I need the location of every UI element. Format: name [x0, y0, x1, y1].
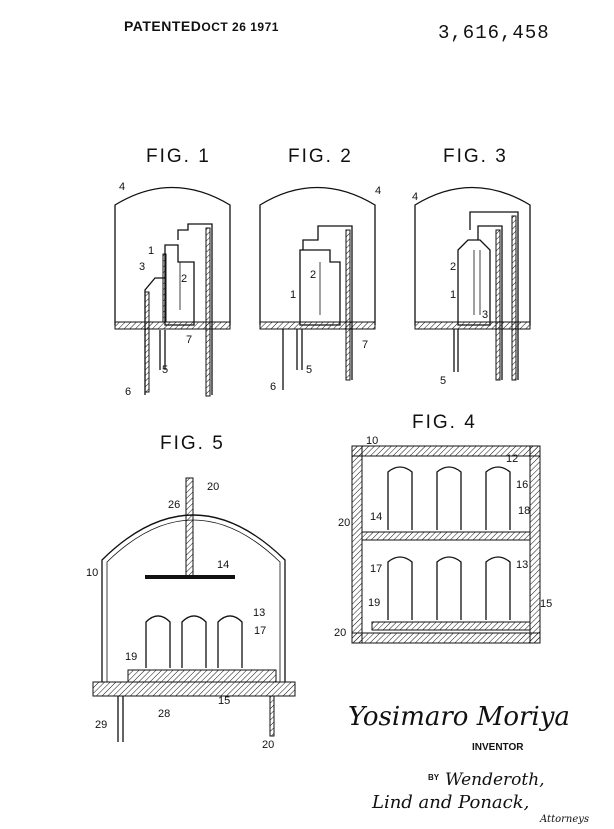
- ref-numeral: 16: [516, 479, 528, 491]
- figure-4: FIG. 4 10 12 16 18 20 14 17 13 19 15 20: [334, 412, 552, 643]
- ref-numeral: 4: [412, 191, 418, 203]
- figure-4-title: FIG. 4: [412, 412, 477, 433]
- figure-5: FIG. 5 20 26 14 10 13 17 19 15 28 29 20: [86, 433, 295, 751]
- ref-numeral: 3: [139, 261, 145, 273]
- ref-numeral: 7: [186, 334, 192, 346]
- ref-numeral: 1: [148, 245, 154, 257]
- ref-numeral: 19: [368, 597, 380, 609]
- figure-2: FIG. 2 4 2 1 7 6 5: [260, 146, 381, 393]
- ref-numeral: 29: [95, 719, 107, 731]
- ref-numeral: 10: [86, 567, 98, 579]
- figure-3: FIG. 3 4 2 1 3 5: [412, 146, 530, 387]
- ref-numeral: 12: [506, 453, 518, 465]
- ref-numeral: 20: [334, 627, 346, 639]
- ref-numeral: 2: [181, 273, 187, 285]
- ref-numeral: 28: [158, 708, 170, 720]
- ref-numeral: 13: [253, 607, 265, 619]
- ref-numeral: 15: [540, 598, 552, 610]
- ref-numeral: 6: [125, 386, 131, 398]
- ref-numeral: 4: [375, 185, 381, 197]
- ref-numeral: 17: [370, 563, 382, 575]
- ref-numeral: 20: [207, 481, 219, 493]
- ref-numeral: 6: [270, 381, 276, 393]
- ref-numeral: 14: [370, 511, 382, 523]
- ref-numeral: 19: [125, 651, 137, 663]
- inventor-signature: Yosimaro Moriya: [348, 702, 570, 732]
- inventor-label: INVENTOR: [472, 742, 524, 753]
- ref-numeral: 4: [119, 181, 125, 193]
- ref-numeral: 1: [450, 289, 456, 301]
- ref-numeral: 5: [162, 364, 168, 376]
- ref-numeral: 20: [262, 739, 274, 751]
- figure-1-title: FIG. 1: [146, 146, 211, 167]
- attorneys-label: Attorneys: [539, 814, 589, 825]
- by-label: BY: [428, 773, 439, 782]
- ref-numeral: 2: [450, 261, 456, 273]
- ref-numeral: 20: [338, 517, 350, 529]
- ref-numeral: 10: [366, 435, 378, 447]
- ref-numeral: 17: [254, 625, 266, 637]
- ref-numeral: 15: [218, 695, 230, 707]
- attorney-signature-2: Lind and Ponack,: [371, 792, 529, 813]
- figure-2-title: FIG. 2: [288, 146, 353, 167]
- ref-numeral: 26: [168, 499, 180, 511]
- ref-numeral: 5: [306, 364, 312, 376]
- figure-3-title: FIG. 3: [443, 146, 508, 167]
- ref-numeral: 14: [217, 559, 229, 571]
- figure-5-title: FIG. 5: [160, 433, 225, 454]
- ref-numeral: 2: [310, 269, 316, 281]
- ref-numeral: 18: [518, 505, 530, 517]
- ref-numeral: 5: [440, 375, 446, 387]
- ref-numeral: 1: [290, 289, 296, 301]
- ref-numeral: 3: [482, 309, 488, 321]
- figure-1: FIG. 1 4 1 3 2 7 5 6: [115, 146, 230, 398]
- ref-numeral: 7: [362, 339, 368, 351]
- attorney-signature-1: Wenderoth,: [445, 770, 545, 790]
- ref-numeral: 13: [516, 559, 528, 571]
